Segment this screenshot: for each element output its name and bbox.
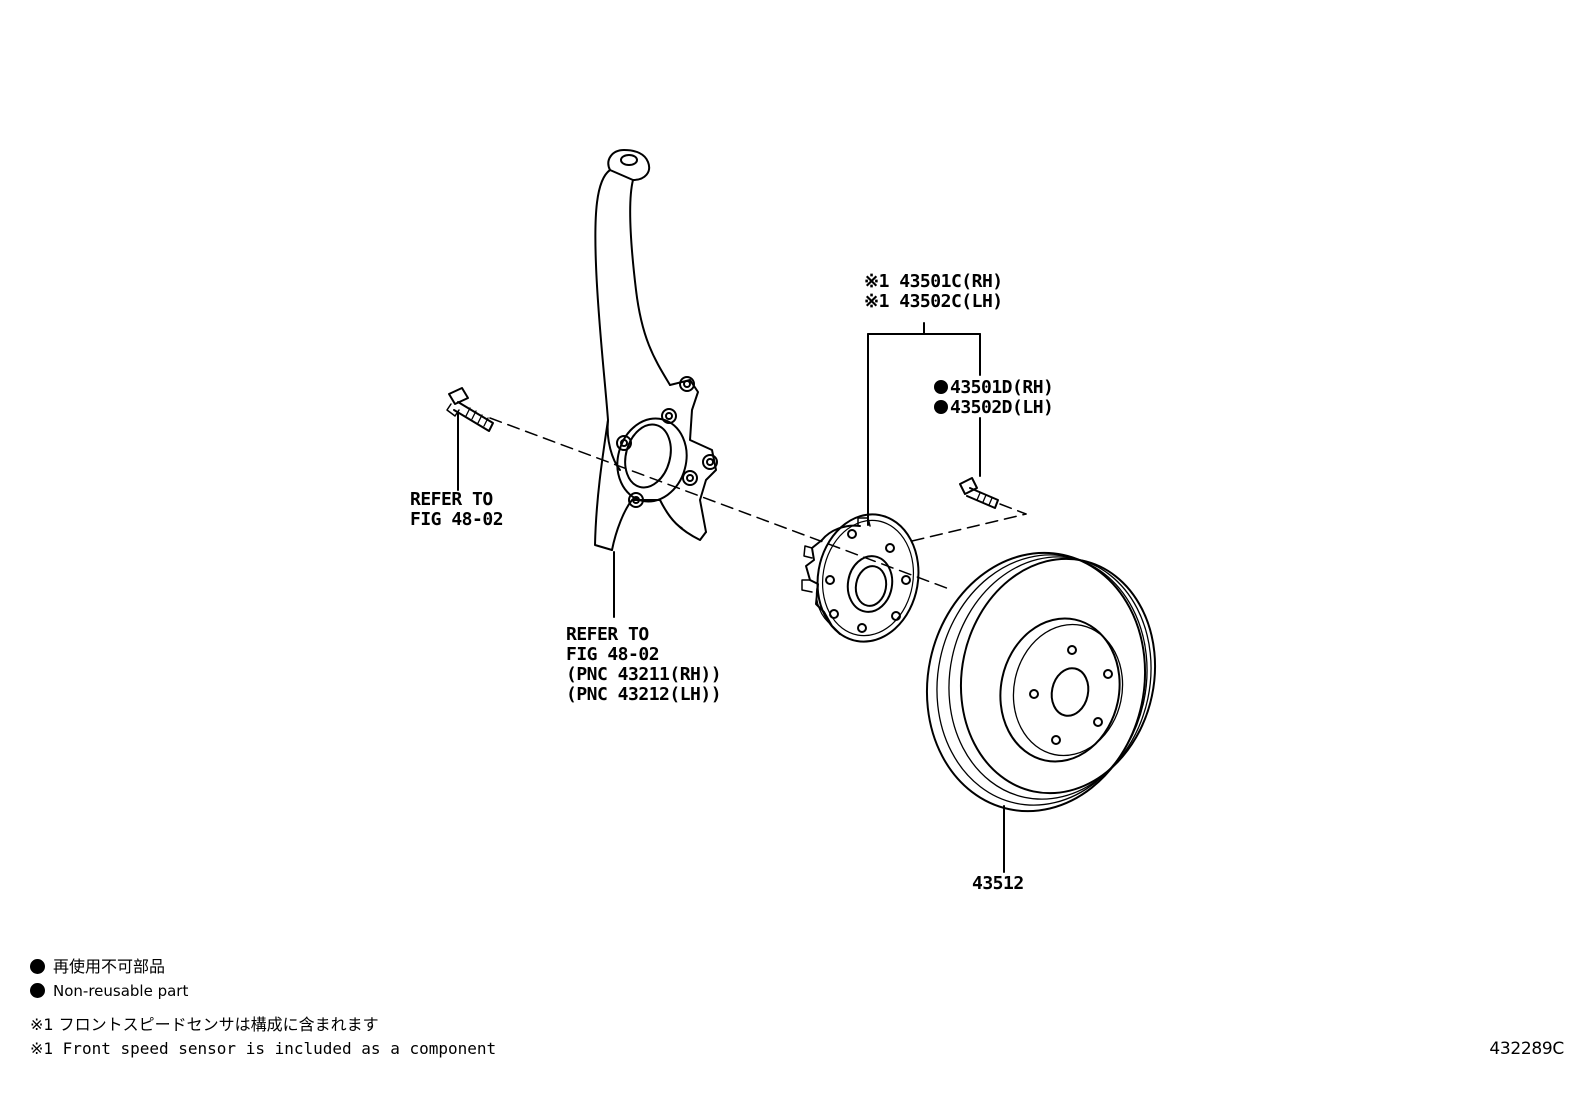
flange-bolt bbox=[446, 387, 494, 432]
callout-hub-lh: ※1 43502C(LH) bbox=[864, 291, 1003, 312]
callout-knuckle-line1: REFER TO bbox=[566, 624, 649, 645]
callout-knuckle-line3: (PNC 43211(RH)) bbox=[566, 664, 722, 685]
legend-nonreusable-en-row: Non-reusable part bbox=[30, 980, 188, 1002]
figure-number: 432289C bbox=[1489, 1039, 1564, 1059]
callout-knuckle: REFER TO FIG 48-02 (PNC 43211(RH)) (PNC … bbox=[566, 624, 722, 705]
hub-bolt bbox=[959, 477, 999, 509]
nonreusable-marker-icon bbox=[934, 380, 948, 394]
assembly-axis-lines bbox=[489, 417, 1027, 591]
callout-flange-bolt-line1: REFER TO bbox=[410, 489, 493, 510]
filled-circle-icon bbox=[30, 983, 45, 998]
filled-circle-icon bbox=[30, 959, 45, 974]
steering-knuckle bbox=[594, 149, 718, 551]
callout-hub-bolt-rh: 43501D(RH) bbox=[950, 377, 1054, 398]
callout-hub-rh: ※1 43501C(RH) bbox=[864, 271, 1003, 292]
callout-knuckle-line2: FIG 48-02 bbox=[566, 644, 660, 665]
leader-hub bbox=[867, 322, 981, 526]
callout-hub-bolt-lh: 43502D(LH) bbox=[950, 397, 1054, 418]
legend-note-en: ※1 Front speed sensor is included as a c… bbox=[30, 1039, 497, 1058]
legend-nonreusable-en: Non-reusable part bbox=[53, 982, 189, 1000]
nonreusable-marker-icon bbox=[934, 400, 948, 414]
legend-nonreusable-jp-row: 再使用不可部品 bbox=[30, 956, 165, 978]
callout-disc-number: 43512 bbox=[972, 873, 1024, 894]
legend-note-jp: ※1 フロントスピードセンサは構成に含まれます bbox=[30, 1015, 379, 1034]
callout-disc: 43512 bbox=[972, 874, 1024, 894]
legend-nonreusable-jp: 再使用不可部品 bbox=[53, 957, 166, 976]
callout-flange-bolt: REFER TO FIG 48-02 bbox=[410, 489, 504, 530]
brake-disc-rotor bbox=[925, 551, 1157, 813]
callout-hub-bolt: 43501D(RH) 43502D(LH) bbox=[934, 377, 1054, 418]
hub-bearing-assembly bbox=[801, 513, 920, 643]
callout-flange-bolt-line2: FIG 48-02 bbox=[410, 509, 504, 530]
callout-knuckle-line4: (PNC 43212(LH)) bbox=[566, 684, 722, 705]
callout-speed-sensor-hub: ※1 43501C(RH) ※1 43502C(LH) bbox=[864, 272, 1003, 312]
